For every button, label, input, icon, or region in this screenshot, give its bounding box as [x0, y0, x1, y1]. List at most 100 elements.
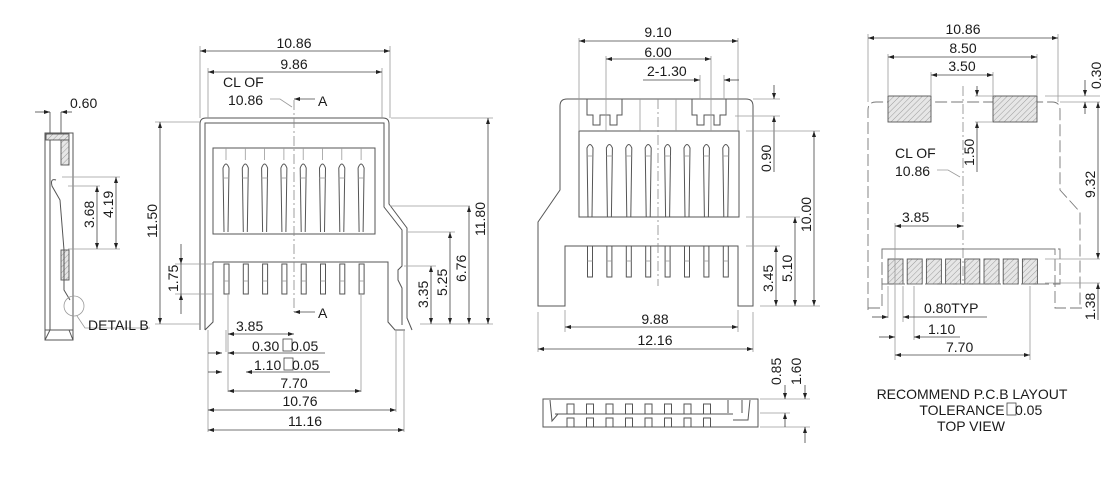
detail-b-label: DETAIL B — [88, 317, 149, 333]
pcb-dim-3-85: 3.85 — [902, 209, 929, 225]
dimension-arrowhead — [486, 318, 490, 324]
bottom-pin-upper — [644, 144, 652, 218]
thickness-pin-top — [664, 403, 672, 415]
dimension-arrowhead — [486, 118, 490, 124]
front-pin-upper — [318, 163, 327, 233]
dim-0-85: 0.85 — [768, 358, 784, 385]
dim-0-90: 0.90 — [758, 145, 774, 172]
pcb-pad — [1002, 258, 1019, 285]
pcb-dim-8-50: 8.50 — [949, 40, 976, 56]
dimension-arrowhead — [793, 217, 797, 223]
bottom-pin-upper — [605, 144, 613, 218]
dimension-arrowhead — [1083, 90, 1087, 96]
dimension-arrowhead — [724, 78, 730, 82]
dimension-arrowhead — [376, 70, 382, 74]
dim-0-60: 0.60 — [70, 95, 97, 111]
dimension-arrowhead — [565, 325, 571, 329]
bottom-pin-upper — [702, 144, 710, 218]
front-pin-upper — [261, 163, 269, 233]
section-marker-top: A — [318, 93, 328, 109]
dimension-arrowhead — [975, 122, 979, 128]
dim-11-50: 11.50 — [144, 204, 160, 238]
pcb-dim-1-38: 1.38 — [1082, 293, 1098, 320]
pcb-caption-line1: RECOMMEND P.C.B LAYOUT — [877, 386, 1068, 402]
dimension-arrowhead — [429, 266, 433, 272]
front-contact-pins — [222, 148, 365, 295]
pcb-dim-9-32: 9.32 — [1082, 171, 1098, 198]
front-pin-upper — [280, 163, 288, 233]
thickness-pin-bottom — [586, 417, 594, 428]
bottom-pin-upper — [722, 144, 730, 218]
front-pin-lower — [300, 263, 307, 295]
dim-0-30-tol: 0.05 — [291, 338, 318, 354]
dimension-arrowhead — [694, 78, 700, 82]
dimension-arrowhead — [44, 110, 50, 114]
bottom-right-latch — [691, 99, 727, 126]
tolerance-box-icon — [1006, 402, 1017, 416]
pcb-dim-0-80typ: 0.80TYP — [924, 300, 978, 316]
pcb-pad — [887, 258, 904, 285]
dimension-arrowhead — [208, 70, 214, 74]
dim-11-16: 11.16 — [288, 413, 322, 429]
dimension-arrowhead — [467, 206, 471, 212]
dimension-arrowhead — [747, 347, 753, 351]
dimension-arrowhead — [208, 408, 214, 412]
thickness-pins — [566, 403, 711, 428]
dimension-arrowhead — [772, 116, 776, 122]
dimension-arrowhead — [895, 224, 901, 228]
dimension-arrowhead — [228, 351, 234, 355]
front-view: 10.86 9.86 CL OF 10.86 A 11.50 1.75 11.8… — [144, 35, 493, 432]
dimension-arrowhead — [429, 318, 433, 324]
pcb-pad — [1021, 258, 1038, 285]
dimension-arrowhead — [606, 57, 612, 61]
pcb-pad — [964, 258, 981, 285]
dim-9-10: 9.10 — [644, 24, 671, 40]
dimension-arrowhead — [158, 122, 162, 128]
bottom-pin-upper — [586, 144, 594, 218]
cl-note-line2: 10.86 — [228, 92, 263, 108]
dimension-arrowhead — [774, 246, 778, 252]
thickness-pin-bottom — [664, 417, 672, 428]
dimension-arrowhead — [732, 39, 738, 43]
bottom-pin-lower — [664, 245, 671, 278]
dimension-arrowhead — [216, 351, 222, 355]
pcb-caption-line2-prefix: TOLERANCE — [919, 402, 1004, 418]
dimension-arrowhead — [783, 413, 787, 419]
front-pin-lower — [262, 263, 269, 295]
dimension-arrowhead — [914, 335, 920, 339]
bottom-pin-lower — [606, 245, 613, 278]
dimension-arrowhead — [957, 224, 963, 228]
dimension-arrows — [44, 36, 1100, 433]
dimension-arrowhead — [812, 131, 816, 137]
front-base — [204, 261, 405, 331]
dimension-arrowhead — [61, 110, 67, 114]
tolerance-box-icon — [282, 338, 293, 352]
side-lower-hatch — [60, 249, 70, 281]
thickness-pin-top — [586, 403, 594, 415]
dim-1-60: 1.60 — [788, 358, 804, 385]
dimension-arrowhead — [774, 300, 778, 306]
dimension-arrowhead — [355, 389, 361, 393]
side-upper-hatch — [60, 139, 70, 166]
dimension-arrowhead — [208, 428, 214, 432]
dimension-arrowhead — [288, 332, 294, 336]
dimension-arrowhead — [888, 55, 894, 59]
dimension-arrowhead — [294, 310, 300, 314]
thickness-view: 0.85 1.60 — [542, 358, 810, 443]
bottom-pin-lower — [587, 245, 593, 278]
dim-10-00: 10.00 — [798, 197, 814, 232]
dimension-arrowhead — [732, 325, 738, 329]
pcb-dim-10-86: 10.86 — [945, 21, 980, 37]
dim-1-75: 1.75 — [165, 265, 181, 292]
dimension-arrowhead — [1031, 55, 1037, 59]
pcb-pad-right — [992, 95, 1038, 123]
pcb-pad — [925, 258, 942, 285]
section-marker-bottom: A — [318, 305, 328, 321]
dimension-arrowhead — [294, 97, 300, 101]
dim-3-45: 3.45 — [760, 265, 776, 292]
front-pin-upper — [357, 163, 365, 233]
dimension-arrowhead — [882, 315, 888, 319]
pcb-layout-view: 10.86 8.50 3.50 1.50 CL OF 10.86 0.30 9.… — [867, 21, 1104, 434]
pcb-outline — [867, 101, 1081, 310]
